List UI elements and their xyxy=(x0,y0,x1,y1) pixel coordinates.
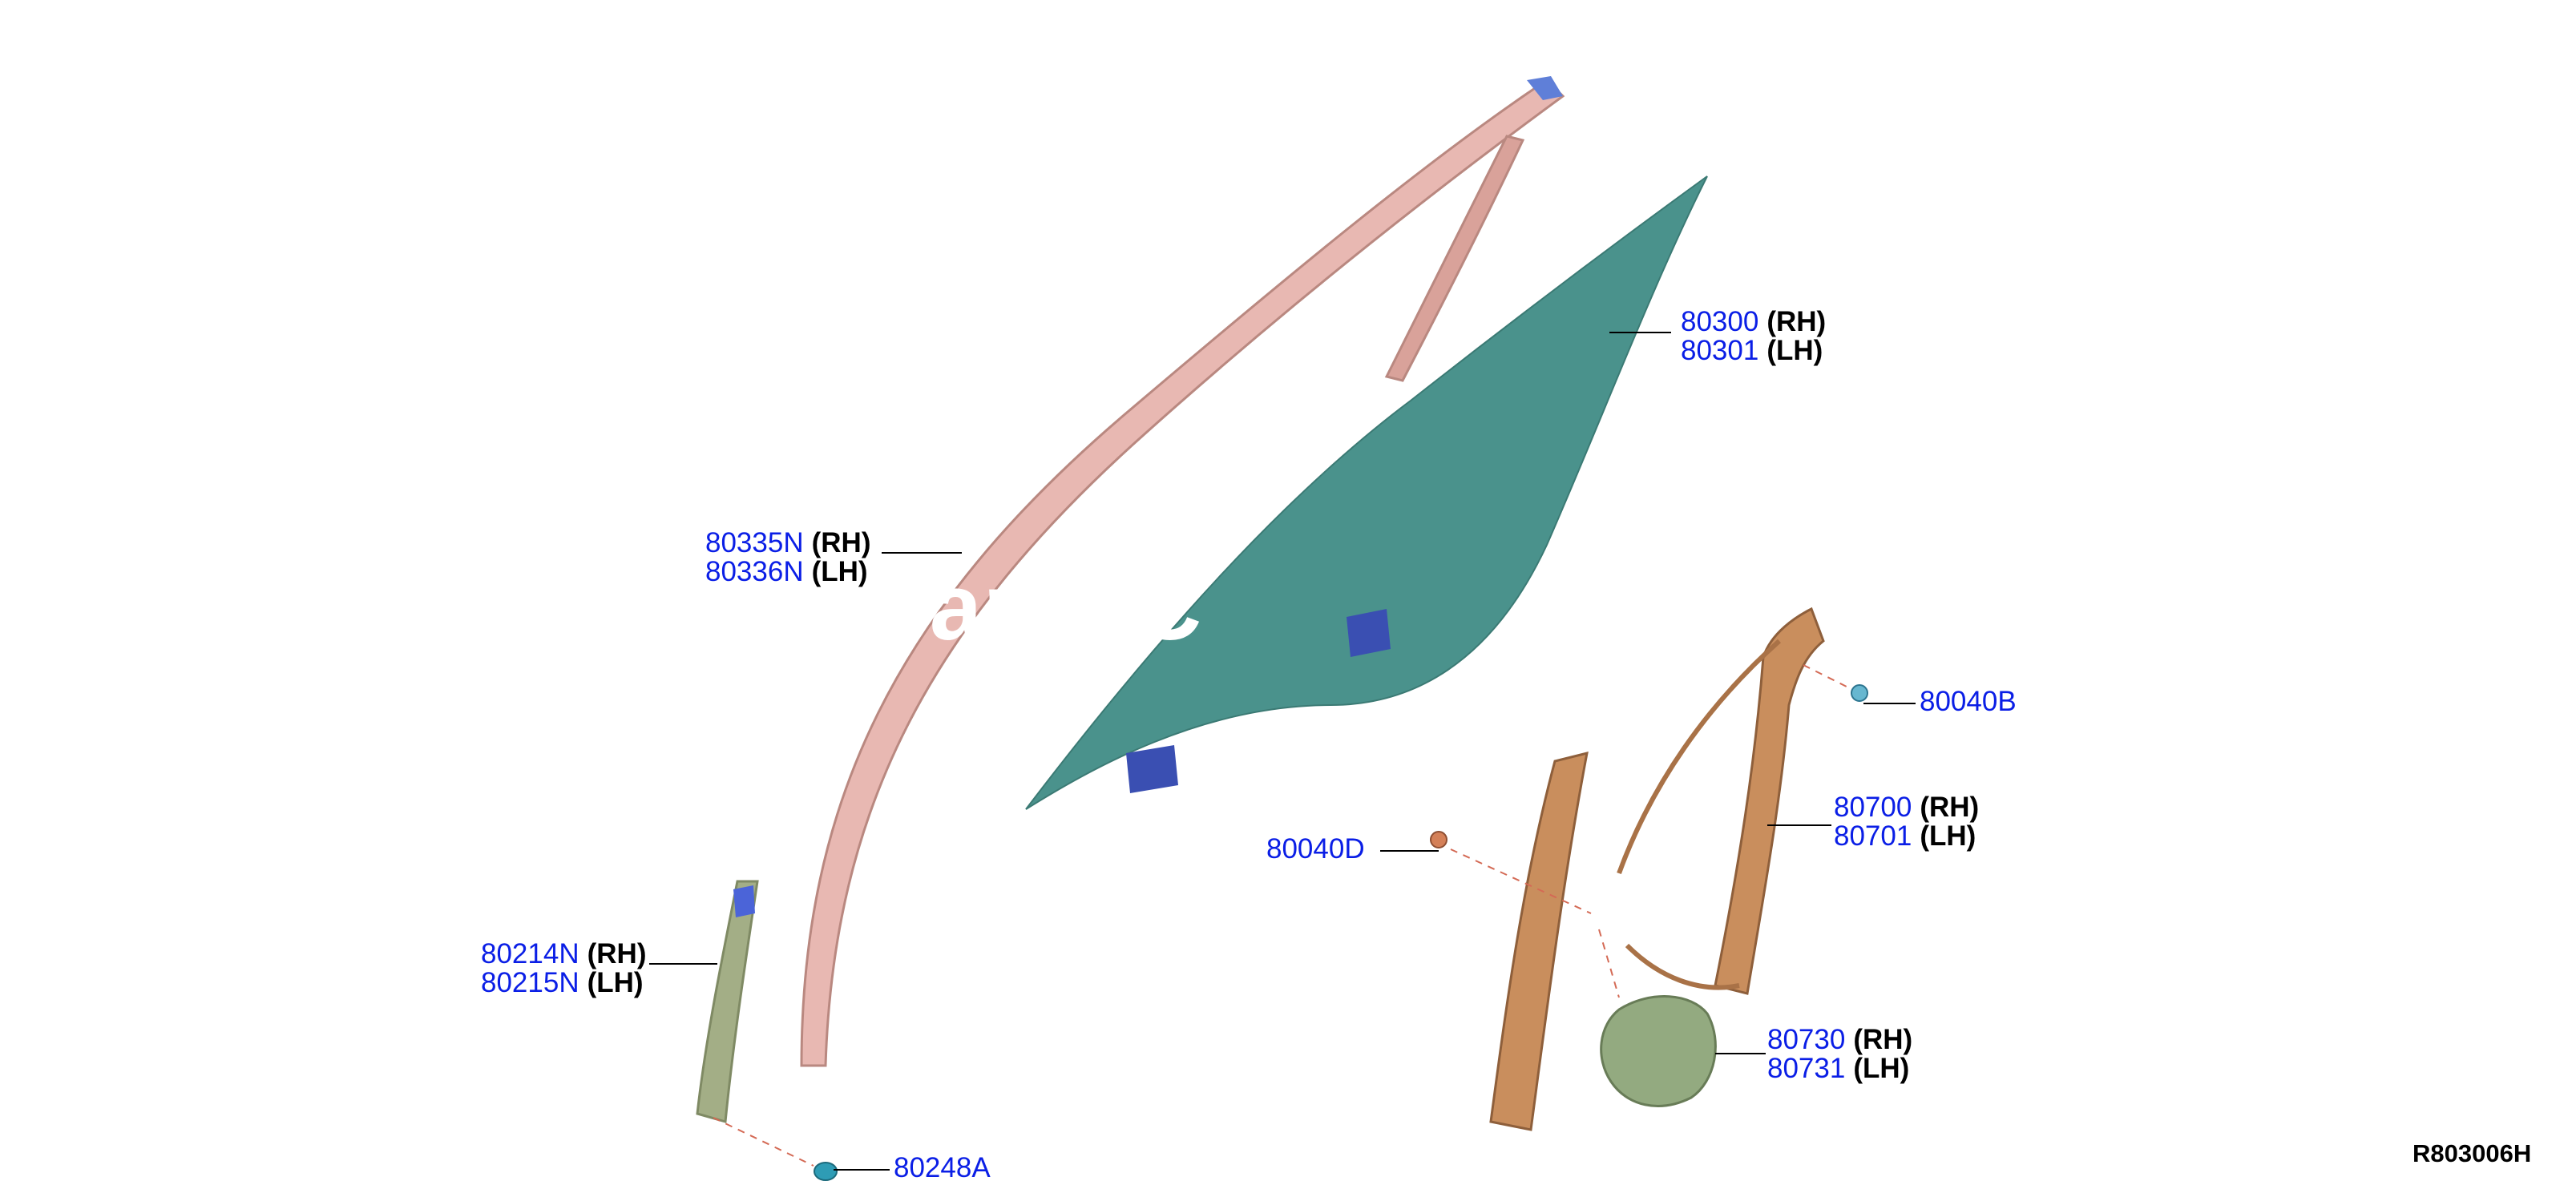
regulator-front-rail[interactable] xyxy=(1489,751,1589,1131)
door-glass-part[interactable] xyxy=(1025,175,1708,810)
part-number-link[interactable]: 80248A xyxy=(894,1152,991,1183)
part-number-link[interactable]: 80336N xyxy=(705,556,804,587)
part-number-link[interactable]: 80730 xyxy=(1767,1024,1846,1055)
callout-front-sash: 80214N (RH) 80215N (LH) xyxy=(481,940,646,998)
callout-window-motor: 80730(RH) 80731(LH) xyxy=(1767,1026,1912,1083)
bolt-upper-part[interactable] xyxy=(1851,684,1868,702)
front-sash-part[interactable] xyxy=(696,880,759,1123)
window-motor-part[interactable] xyxy=(1600,995,1717,1107)
part-number-link[interactable]: 80335N xyxy=(705,527,804,558)
glass-bracket-front xyxy=(1126,745,1178,793)
connector-dashed xyxy=(1450,848,1620,998)
side-label: (LH) xyxy=(1853,1053,1910,1084)
callout-bolt-upper: 80040B xyxy=(1920,687,2017,716)
regulator-rear-rail[interactable] xyxy=(1714,607,1825,995)
diagram-reference-code: R803006H xyxy=(2412,1139,2532,1167)
side-label: (RH) xyxy=(1853,1024,1913,1055)
part-number-link[interactable]: 80700 xyxy=(1834,792,1912,823)
side-label: (RH) xyxy=(587,938,647,969)
callout-regulator: 80700 (RH) 80701(LH) xyxy=(1834,793,1979,851)
grommet-part[interactable] xyxy=(814,1162,838,1181)
front-sash-top-clip xyxy=(733,885,755,917)
part-number-link[interactable]: 80701 xyxy=(1834,820,1912,852)
side-label: (LH) xyxy=(587,967,644,998)
connector-dashed xyxy=(713,1117,814,1167)
glass-bracket-rear xyxy=(1347,609,1391,657)
part-number-link[interactable]: 80040D xyxy=(1266,833,1365,865)
side-label: (RH) xyxy=(1920,792,1980,823)
part-number-link[interactable]: 80301 xyxy=(1681,335,1759,366)
part-number-link[interactable]: 80215N xyxy=(481,967,579,998)
run-channel-top-clip xyxy=(1527,76,1563,100)
side-label: (LH) xyxy=(1766,335,1823,366)
bolt-lower-part[interactable] xyxy=(1430,831,1447,848)
side-label: (LH) xyxy=(811,556,868,587)
side-label: (RH) xyxy=(811,527,871,558)
regulator-cable xyxy=(1617,639,1781,990)
part-number-link[interactable]: 80300 xyxy=(1681,306,1759,337)
side-label: (RH) xyxy=(1766,306,1827,337)
connector-dashed xyxy=(1803,664,1852,690)
callout-grommet: 80248A xyxy=(894,1154,991,1183)
part-number-link[interactable]: 80040B xyxy=(1920,686,2017,717)
side-label: (LH) xyxy=(1920,820,1976,852)
part-number-link[interactable]: 80731 xyxy=(1767,1053,1846,1084)
callout-run-channel: 80335N(RH) 80336N(LH) xyxy=(705,529,870,586)
watermark-text: Parts C xyxy=(866,554,1203,660)
callout-door-glass: 80300(RH) 80301(LH) xyxy=(1681,308,1826,365)
part-number-link[interactable]: 80214N xyxy=(481,938,579,969)
run-channel-inner-part xyxy=(1384,135,1525,382)
callout-bolt-lower: 80040D xyxy=(1266,835,1365,864)
